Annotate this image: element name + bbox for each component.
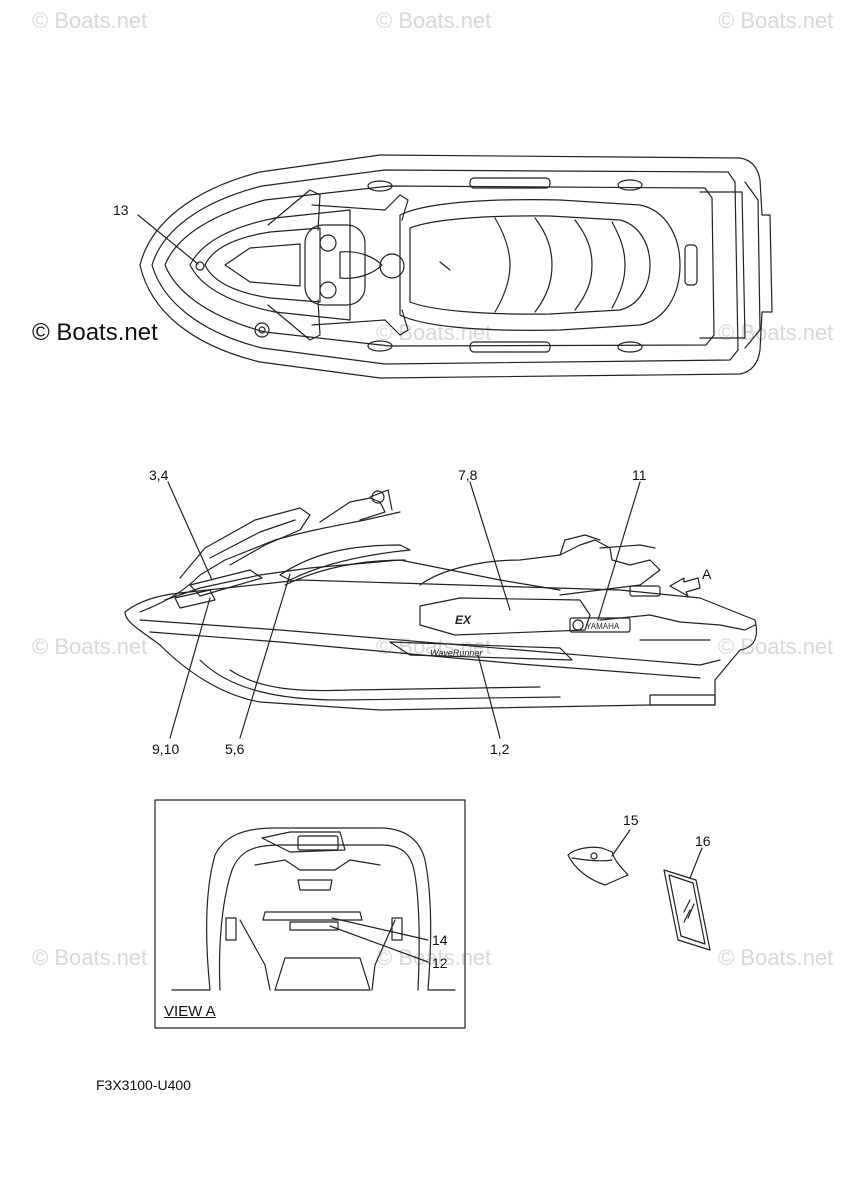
leader-line [689, 847, 703, 879]
leader-line [469, 481, 511, 611]
leader-line [329, 925, 429, 963]
leader-line [611, 829, 631, 857]
callout-15: 15 [623, 812, 639, 828]
callout-3-4: 3,4 [149, 467, 169, 483]
watermark: © Boats.net [32, 8, 148, 33]
leader-line [169, 597, 211, 739]
leader-line [137, 214, 199, 265]
yamaha-side-decal: YAMAHA [586, 622, 620, 631]
callout-11: 11 [632, 467, 647, 483]
leader-line [331, 917, 429, 941]
leader-line [477, 654, 501, 739]
diagram-code: F3X3100-U400 [96, 1077, 191, 1093]
callout-12: 12 [432, 955, 448, 971]
callout-5-6: 5,6 [225, 741, 245, 757]
svg-text:EX: EX [455, 613, 472, 627]
view-a-label: VIEW A [164, 1003, 216, 1020]
watermark: © Boats.net [718, 945, 834, 970]
callout-9-10: 9,10 [152, 741, 180, 757]
watermark: © Boats.net [376, 945, 492, 970]
top-view-hull [139, 154, 773, 379]
watermark-main: © Boats.net [32, 319, 158, 346]
watermark: © Boats.net [376, 8, 492, 33]
view-arrow [669, 577, 701, 597]
callout-a: A [702, 566, 712, 582]
view-a-stern [171, 827, 456, 991]
watermark: © Boats.net [718, 634, 834, 659]
watermark: © Boats.net [32, 945, 148, 970]
view-a-frame [154, 799, 466, 1029]
side-view-hull: EX WaveRunner YAMAHA [124, 489, 758, 711]
part-16-sheet [663, 869, 711, 951]
callout-1-2: 1,2 [490, 741, 510, 757]
callout-14: 14 [432, 932, 448, 948]
leader-line [597, 481, 641, 621]
callout-7-8: 7,8 [458, 467, 478, 483]
leader-line [167, 481, 213, 581]
leader-line [239, 573, 291, 739]
watermark: © Boats.net [32, 634, 148, 659]
watermark: © Boats.net [718, 8, 834, 33]
part-15-tag [567, 846, 629, 886]
callout-16: 16 [695, 833, 711, 849]
waverunner-decal: WaveRunner [430, 648, 483, 658]
callout-13: 13 [113, 202, 129, 218]
